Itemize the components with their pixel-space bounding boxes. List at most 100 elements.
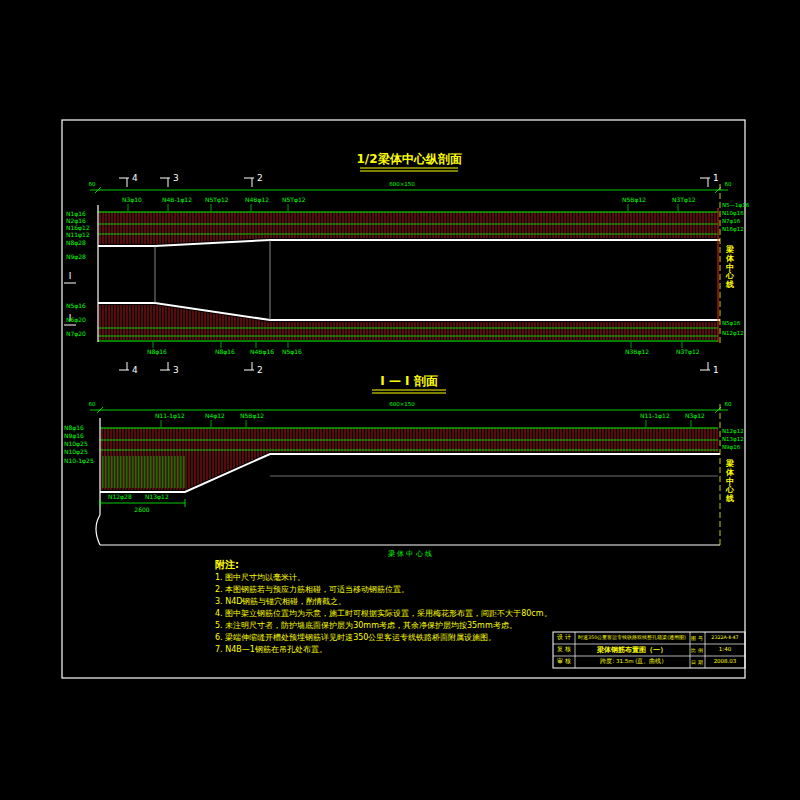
drawing-line <box>646 420 647 427</box>
drawing-label: N10φ16 <box>722 211 744 217</box>
stirrup <box>184 456 185 488</box>
drawing-line <box>90 410 728 411</box>
stirrup <box>442 322 443 340</box>
drawing-line <box>95 187 101 193</box>
stirrup <box>160 306 161 340</box>
stirrup <box>231 428 232 469</box>
stirrup <box>166 456 167 488</box>
stirrup <box>121 305 122 340</box>
drawing-label: N11-1φ12 <box>640 413 670 419</box>
stirrup <box>127 305 128 340</box>
stirrup <box>121 212 122 244</box>
stirrup <box>301 322 302 340</box>
stirrup <box>643 322 644 340</box>
drawing-line <box>678 204 679 211</box>
stirrup <box>346 322 347 340</box>
stirrup <box>415 322 416 340</box>
stirrup <box>571 322 572 340</box>
stirrup <box>715 322 716 340</box>
stirrup <box>259 320 260 340</box>
stirrup <box>214 212 215 241</box>
drawing-label: I — I 剖面 <box>380 375 437 387</box>
stirrup <box>343 322 344 340</box>
drawing-label: 2008.03 <box>714 659 737 665</box>
stirrup <box>168 428 169 490</box>
drawing-label: 2322A-Ⅱ-47 <box>711 636 738 641</box>
stirrup <box>250 212 251 239</box>
stirrup <box>310 322 311 340</box>
drawing-label: 4 <box>132 174 138 183</box>
drawing-label: N5φ16 <box>66 303 86 309</box>
stirrup <box>130 212 131 244</box>
drawing-label: N5Tφ12 <box>205 197 229 203</box>
stirrup <box>103 212 104 244</box>
stirrup <box>118 456 119 488</box>
drawing-line <box>100 440 718 441</box>
stirrup <box>166 212 167 243</box>
drawing-label: N2φ16 <box>66 218 86 224</box>
stirrup <box>166 307 167 340</box>
drawing-line <box>128 204 129 211</box>
stirrup <box>109 456 110 488</box>
drawing-label: N8φ16 <box>215 349 235 355</box>
stirrup <box>664 322 665 340</box>
drawing-label: N10-1φ25 <box>64 458 94 464</box>
stirrup <box>244 212 245 239</box>
stirrup <box>219 428 220 475</box>
stirrup <box>556 322 557 340</box>
stirrup <box>676 322 677 340</box>
drawing-label: 1 <box>713 366 719 375</box>
stirrup <box>151 212 152 244</box>
stirrup <box>256 212 257 239</box>
stirrup <box>349 322 350 340</box>
stirrup <box>178 212 179 243</box>
drawing-label: N9φ16 <box>64 433 84 439</box>
stirrup <box>406 322 407 340</box>
stirrup <box>364 322 365 340</box>
stirrup <box>171 428 172 490</box>
stirrup <box>652 322 653 340</box>
stirrup <box>103 305 104 340</box>
stirrup <box>598 322 599 340</box>
stirrup <box>262 321 263 340</box>
stirrup <box>700 322 701 340</box>
drawing-line <box>708 362 709 370</box>
stirrup <box>187 310 188 340</box>
stirrup <box>159 428 160 490</box>
drawing-label: 梁体钢筋布置图（一） <box>597 647 667 654</box>
stirrup <box>649 322 650 340</box>
drawing-label: N4Bφ16 <box>250 349 274 355</box>
drawing-line <box>100 499 101 507</box>
stirrup <box>142 305 143 340</box>
stirrup <box>367 322 368 340</box>
stirrup <box>193 212 194 242</box>
stirrup <box>547 322 548 340</box>
drawing-line <box>691 420 692 427</box>
stirrup <box>277 322 278 340</box>
drawing-line <box>161 420 162 427</box>
drawing-line <box>690 632 691 668</box>
stirrup <box>358 322 359 340</box>
stirrup <box>682 322 683 340</box>
stirrup <box>355 322 356 340</box>
stirrup <box>124 456 125 488</box>
stirrup <box>118 212 119 244</box>
stirrup <box>181 212 182 243</box>
stirrup <box>268 322 269 340</box>
stirrup <box>220 212 221 241</box>
drawing-label: N8φ16 <box>64 425 84 431</box>
stirrup <box>397 322 398 340</box>
drawing-label: N4Bφ12 <box>245 197 269 203</box>
stirrup <box>156 428 157 490</box>
stirrup <box>151 456 152 488</box>
stirrup <box>229 212 230 240</box>
stirrup <box>106 456 107 488</box>
stirrup <box>114 428 115 490</box>
drawing-label: 比 例 <box>691 648 703 653</box>
stirrup <box>478 322 479 340</box>
stirrup <box>133 305 134 340</box>
stirrup <box>160 212 161 244</box>
stirrup <box>210 428 211 479</box>
drawing-label: 60 <box>725 402 732 408</box>
stirrup <box>520 322 521 340</box>
